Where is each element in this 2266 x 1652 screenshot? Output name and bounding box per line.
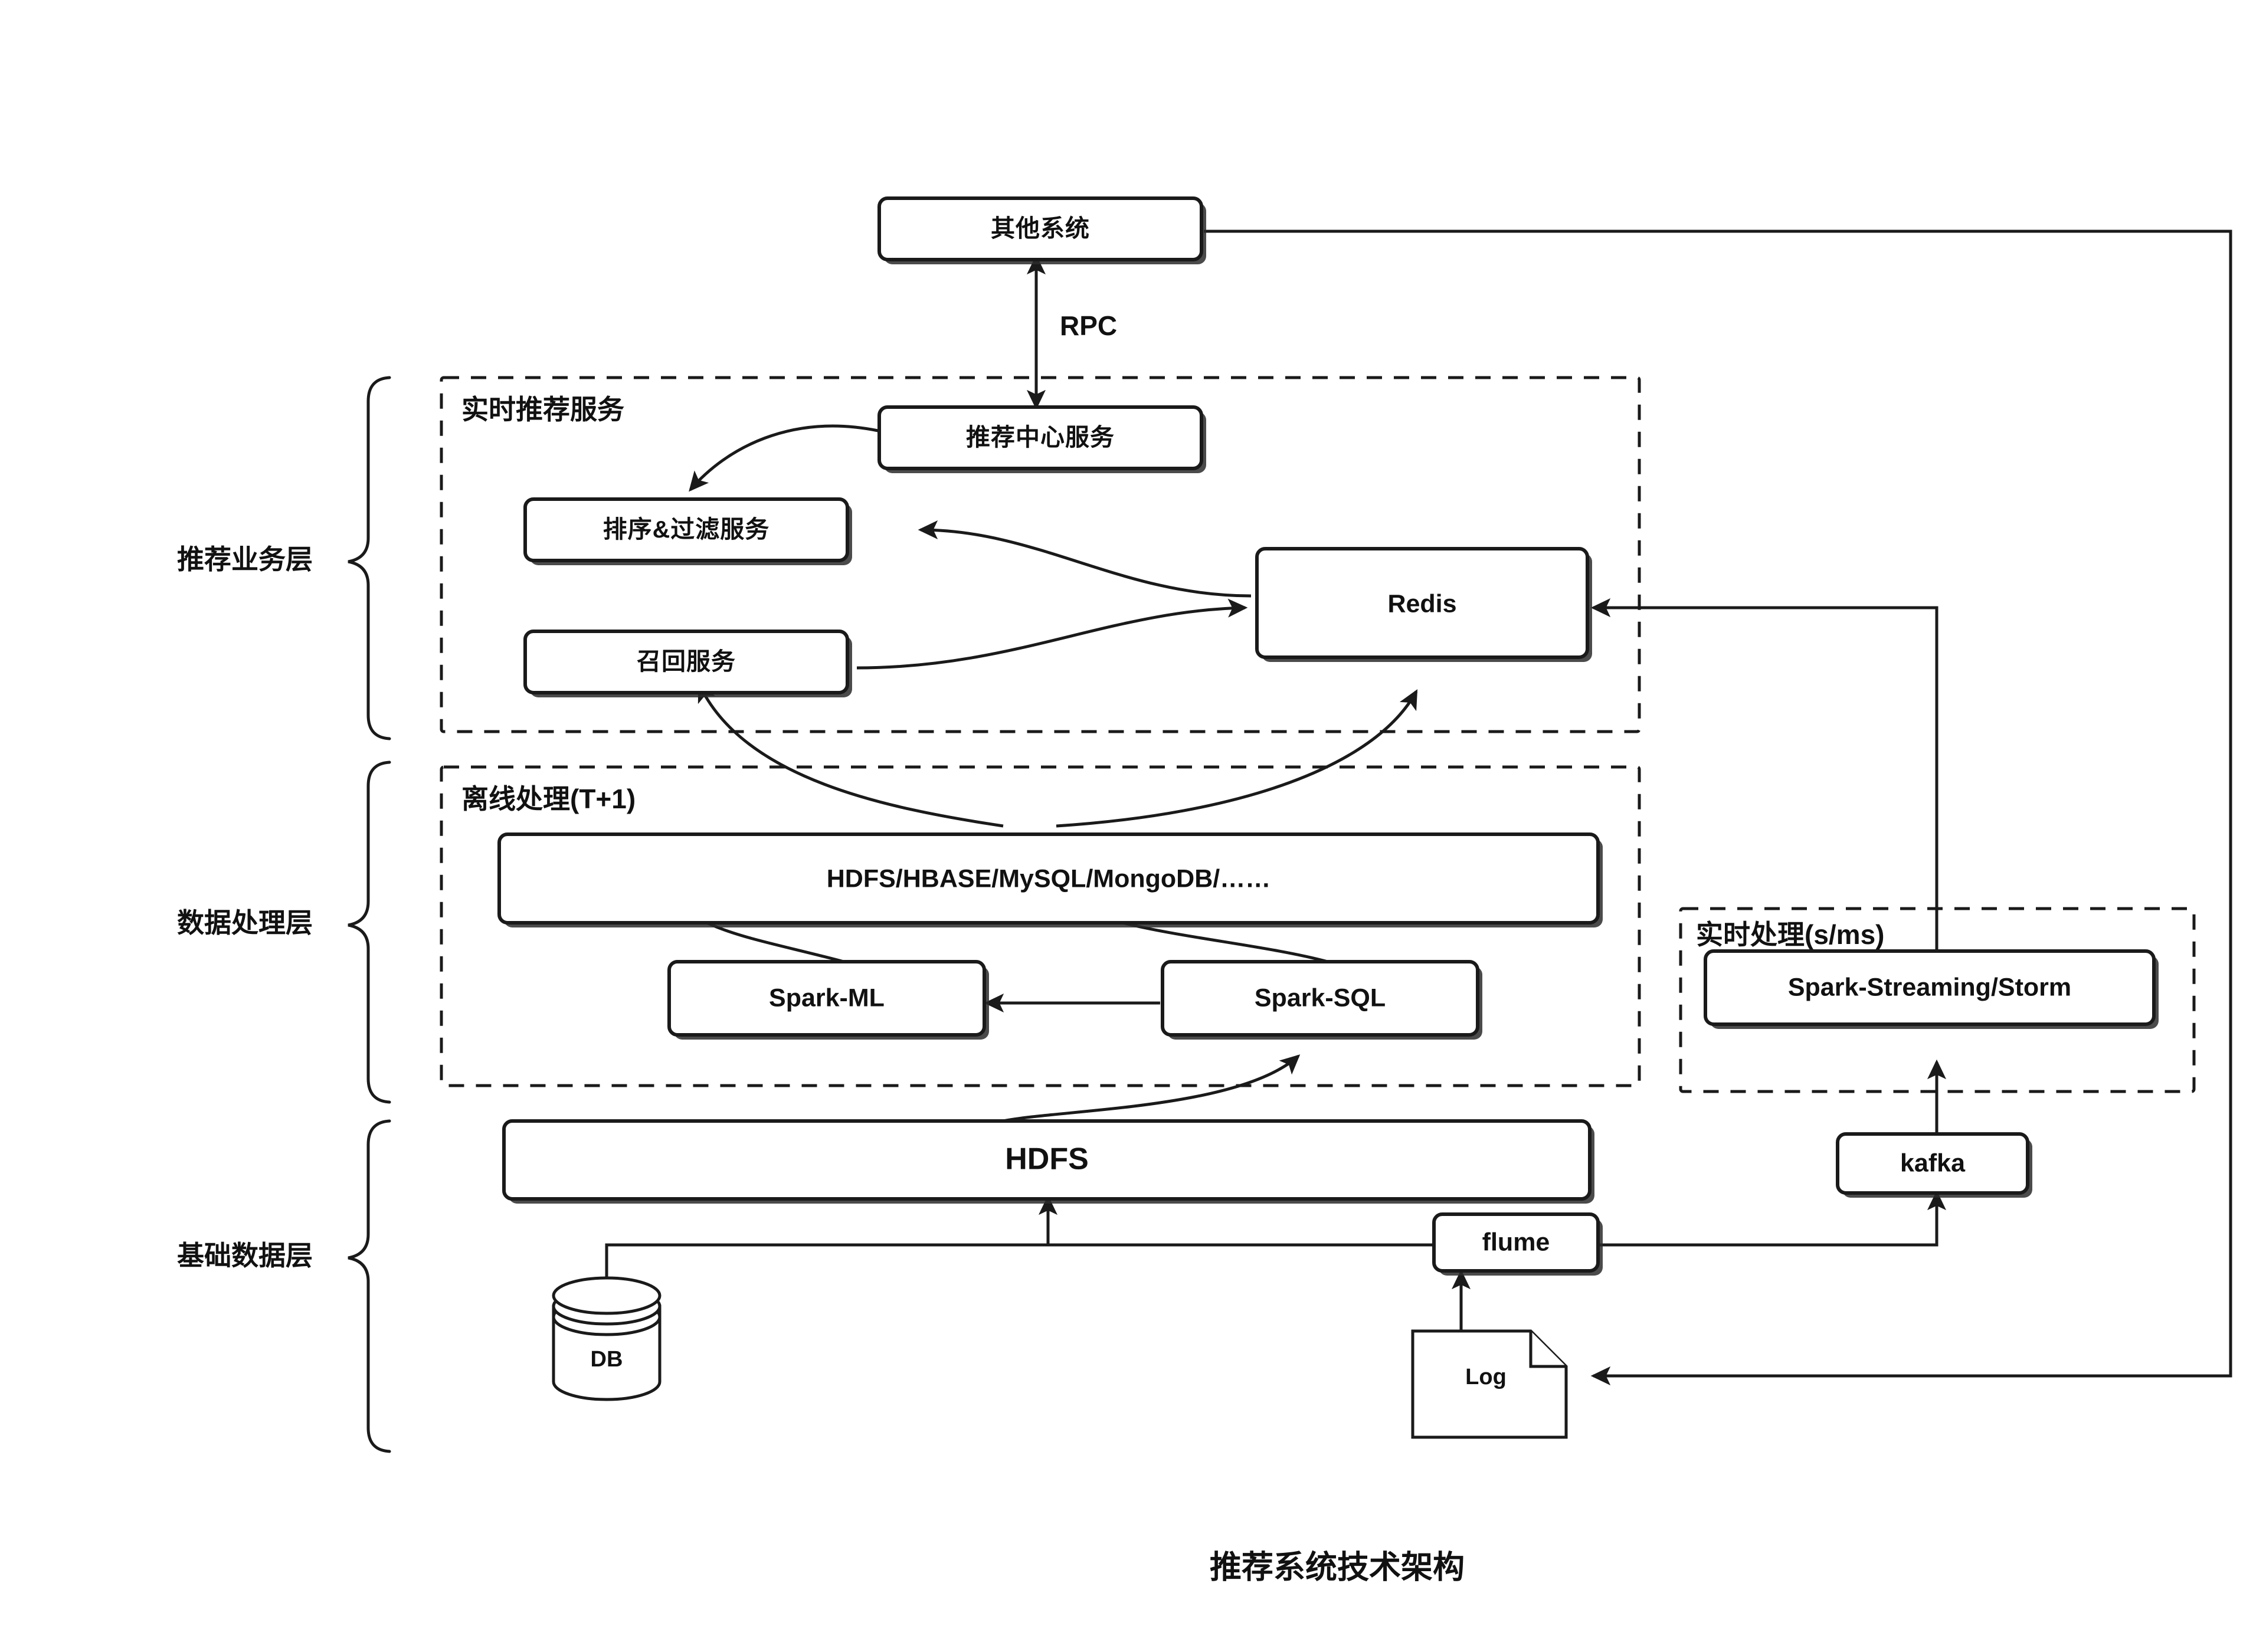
node-hdfs[interactable]: HDFS: [502, 1119, 1594, 1204]
node-other-system[interactable]: 其他系统: [877, 196, 1206, 264]
node-redis[interactable]: Redis: [1255, 547, 1592, 662]
node-label-hdfs: HDFS: [1005, 1142, 1089, 1176]
edge-rec-center-to-rank-filter: [689, 424, 879, 492]
edge-recall-to-redis: [856, 598, 1248, 670]
group-realtime-rec-service: [440, 376, 1641, 733]
layer-brace-business: [348, 376, 391, 740]
node-spark-sql[interactable]: Spark-SQL: [1161, 960, 1482, 1040]
node-label-storage: HDFS/HBASE/MySQL/MongoDB/……: [827, 864, 1270, 893]
edge-flume-to-kafka: [1540, 1190, 1947, 1247]
group-label-realtime-processing: 实时处理(s/ms): [1696, 919, 1884, 950]
node-label-recall: 召回服务: [637, 648, 736, 675]
node-label-rank-filter: 排序&过滤服务: [603, 516, 770, 543]
edge-db-to-hdfs: [605, 1195, 1058, 1292]
node-label-other-system: 其他系统: [991, 215, 1090, 242]
node-label-log: Log: [1465, 1365, 1507, 1389]
edge-hdfs-to-spark-sql: [1003, 1054, 1301, 1123]
edge-other-system-to-log: [1204, 230, 2232, 1386]
node-storage[interactable]: HDFS/HBASE/MySQL/MongoDB/……: [497, 832, 1603, 927]
layer-brace-processing: [348, 761, 391, 1104]
node-label-spark-sql: Spark-SQL: [1255, 984, 1386, 1012]
node-label-kafka: kafka: [1900, 1149, 1966, 1177]
node-flume[interactable]: flume: [1432, 1212, 1603, 1276]
layer-brace-base: [348, 1119, 391, 1453]
node-label-spark-streaming: Spark-Streaming/Storm: [1788, 973, 2071, 1001]
edge-redis-to-rank-filter: [918, 520, 1252, 598]
node-spark-streaming[interactable]: Spark-Streaming/Storm: [1704, 949, 2159, 1029]
node-rec-center[interactable]: 推荐中心服务: [877, 405, 1206, 473]
group-label-offline-processing: 离线处理(T+1): [461, 784, 636, 814]
edge-label-rpc: RPC: [1060, 310, 1117, 341]
edge-spark-streaming-to-redis: [1590, 598, 1938, 951]
node-label-redis: Redis: [1387, 589, 1456, 618]
node-label-spark-ml: Spark-ML: [769, 984, 885, 1012]
group-label-realtime-rec-service: 实时推荐服务: [461, 394, 624, 425]
node-label-flume: flume: [1482, 1228, 1550, 1256]
layer-label-processing: 数据处理层: [177, 907, 313, 938]
edge-storage-to-redis: [1056, 689, 1418, 828]
node-label-rec-center: 推荐中心服务: [966, 424, 1115, 451]
node-db[interactable]: DB: [552, 1276, 662, 1401]
layer-label-base: 基础数据层: [177, 1240, 313, 1271]
node-spark-ml[interactable]: Spark-ML: [667, 960, 989, 1040]
edge-storage-to-recall: [698, 682, 1004, 828]
diagram-title: 推荐系统技术架构: [1210, 1549, 1465, 1585]
node-kafka[interactable]: kafka: [1836, 1132, 2032, 1198]
node-label-db: DB: [591, 1347, 623, 1372]
node-rank-filter[interactable]: 排序&过滤服务: [523, 497, 852, 565]
node-recall[interactable]: 召回服务: [523, 630, 852, 697]
layer-label-business: 推荐业务层: [177, 544, 313, 575]
node-log[interactable]: Log: [1411, 1329, 1568, 1439]
